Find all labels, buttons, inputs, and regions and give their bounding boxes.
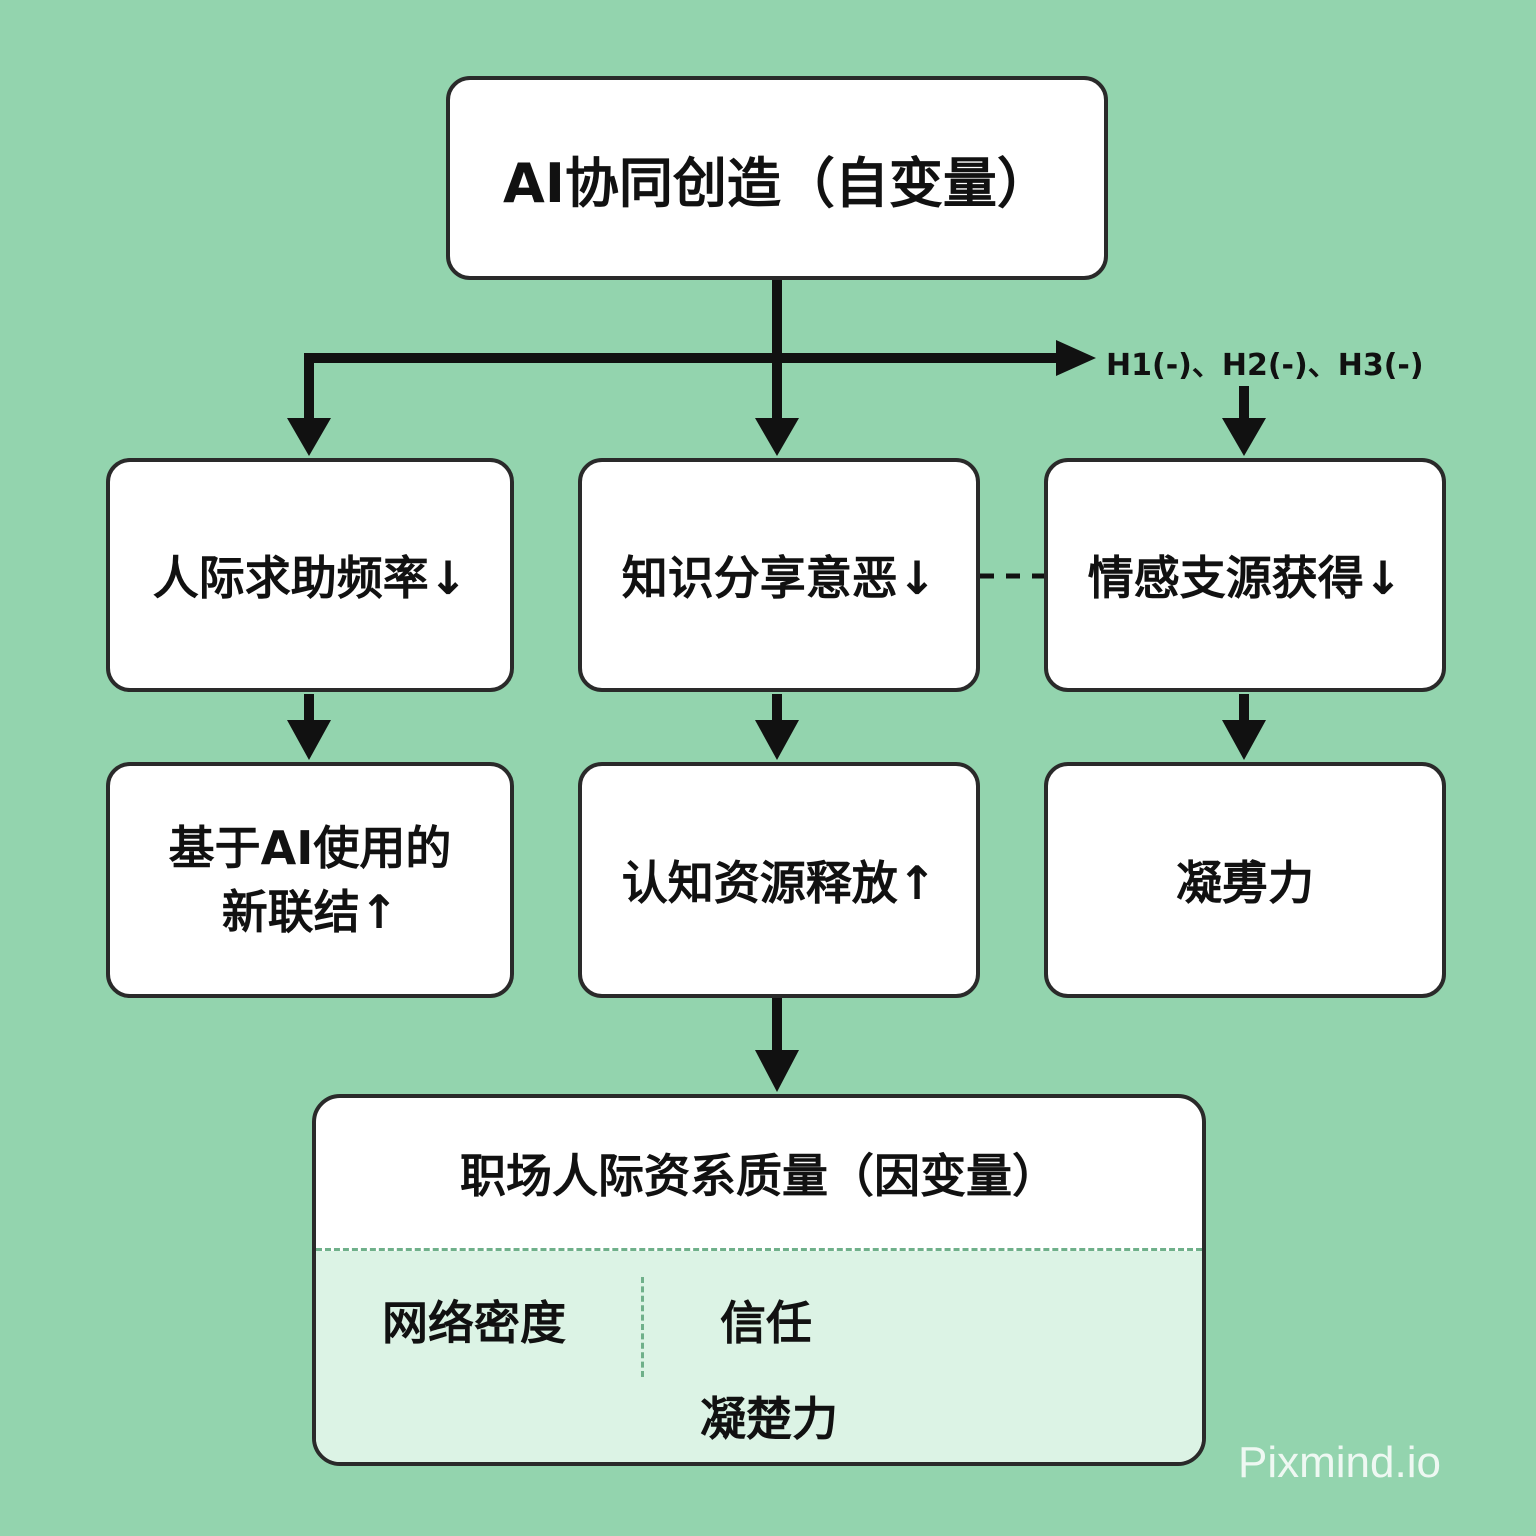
dimension-network-density: 网络密度 bbox=[382, 1296, 566, 1350]
outcome-box-cohesion: 凝旉力 bbox=[1044, 762, 1446, 998]
mediator-box-emotional-support: 情感支源获得↓ bbox=[1044, 458, 1446, 692]
dependent-variable-title: 职场人际资系质量（因变量） bbox=[316, 1098, 1202, 1251]
mediator-label: 知识分享意恶↓ bbox=[621, 551, 937, 605]
outcome-box-cognitive-release: 认知资源释放↑ bbox=[578, 762, 980, 998]
outcome-box-new-ties: 基于AI使用的 新联结↑ bbox=[106, 762, 514, 998]
dimension-divider bbox=[641, 1277, 644, 1377]
arrowhead-col2-top bbox=[755, 418, 799, 456]
independent-variable-box: AI协同创造（自变量） bbox=[446, 76, 1108, 280]
arrowhead-result bbox=[755, 1050, 799, 1092]
hypotheses-label: H1(-)、H2(-)、H3(-) bbox=[1106, 348, 1424, 383]
outcome-label-line1: 基于AI使用的 bbox=[168, 821, 452, 875]
dependent-variable-box: 职场人际资系质量（因变量） 网络密度 信任 凝楚力 bbox=[312, 1094, 1206, 1466]
outcome-label-line2: 新联结↑ bbox=[221, 885, 399, 939]
mediator-box-help-frequency: 人际求助频率↓ bbox=[106, 458, 514, 692]
mediator-label: 人际求助频率↓ bbox=[152, 551, 468, 605]
arrowhead-col1-top bbox=[287, 418, 331, 456]
dimension-cohesion: 凝楚力 bbox=[700, 1392, 838, 1446]
arrowhead-col3-bot bbox=[1222, 720, 1266, 760]
dimension-trust: 信任 bbox=[720, 1296, 812, 1350]
independent-variable-label: AI协同创造（自变量） bbox=[503, 151, 1051, 215]
mediator-box-knowledge-sharing: 知识分享意恶↓ bbox=[578, 458, 980, 692]
arrowhead-col3-top bbox=[1222, 418, 1266, 456]
arrowhead-col2-bot bbox=[755, 720, 799, 760]
outcome-label: 凝旉力 bbox=[1176, 856, 1314, 910]
dimensions-panel: 网络密度 信任 凝楚力 bbox=[316, 1251, 1202, 1462]
arrowhead-col1-bot bbox=[287, 720, 331, 760]
outcome-label: 认知资源释放↑ bbox=[621, 856, 937, 910]
dependent-variable-label: 职场人际资系质量（因变量） bbox=[460, 1149, 1058, 1203]
arrowhead-right bbox=[1056, 340, 1096, 376]
mediator-label: 情感支源获得↓ bbox=[1087, 551, 1403, 605]
watermark: Pixmind.io bbox=[1238, 1438, 1441, 1487]
